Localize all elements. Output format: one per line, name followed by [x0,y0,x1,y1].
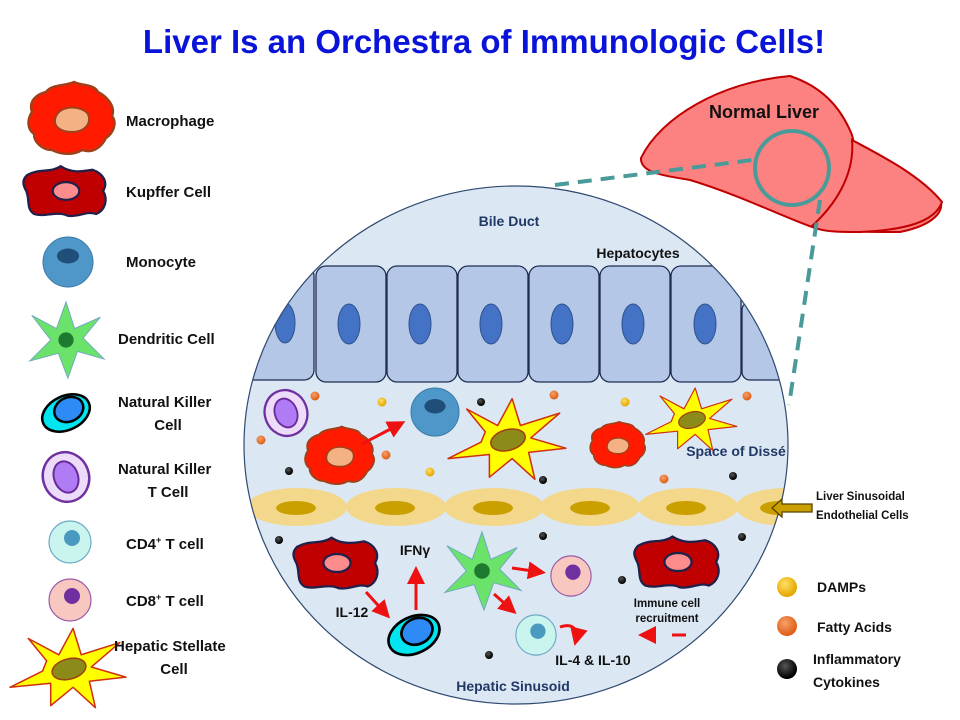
macrophage-cell [304,425,375,486]
legend-label-nkt-1: Natural Killer [118,461,212,478]
legend-label-kupffer: Kupffer Cell [126,184,211,201]
legend-label-nk-2: Cell [154,417,182,434]
cell-legend: Macrophage Kupffer Cell Monocyte Dendrit… [9,80,226,709]
normal-liver: Normal Liver [639,74,944,234]
space-of-disse-label: Space of Dissé [686,443,786,459]
legend-cytokines-1: Inflammatory [813,651,901,667]
hepatic-stellate-cell-icon [9,627,127,709]
ifng-label: IFNγ [400,542,431,558]
page-title: Liver Is an Orchestra of Immunologic Cel… [143,23,825,60]
zoom-line-left [554,158,753,187]
hepatocytes-label: Hepatocytes [596,245,679,261]
lsec-label-2: Endothelial Cells [816,510,909,522]
arrow-dc-to-cd8 [511,561,546,580]
nk-cell-icon [34,385,98,441]
legend-damps: DAMPs [817,579,866,595]
arrow-macrophage-to-monocyte [361,421,406,446]
legend-label-stellate-1: Hepatic Stellate [114,638,226,655]
kupffer-cell [292,536,379,590]
arrow-il4-il10 [559,624,588,646]
il12-label: IL-12 [336,604,369,620]
legend-label-stellate-2: Cell [160,661,188,678]
arrow-dc-to-cd4 [493,592,517,614]
cd4-t-cell-icon [48,520,92,564]
zoom-circle [753,129,831,207]
arrow-il12 [364,590,391,619]
hepatic-sinusoid-label: Hepatic Sinusoid [456,678,570,694]
fatty-acids-icon [777,616,797,636]
legend-label-nkt-2: T Cell [148,484,189,501]
legend-cytokines-2: Cytokines [813,674,880,690]
recruitment-label-1: Immune cell [634,598,700,610]
legend-label-monocyte: Monocyte [126,254,196,271]
molecule-legend: DAMPs Fatty Acids Inflammatory Cytokines [777,577,901,690]
cytokines-icon [777,659,797,679]
dendritic-cell-icon [29,301,105,379]
il4-il10-label: IL-4 & IL-10 [555,652,631,668]
legend-label-cd8: CD8+ T cell [126,592,204,610]
cd4-t-cell [515,614,557,656]
liver-left-lobe [639,74,856,230]
legend-label-dendritic: Dendritic Cell [118,331,215,348]
legend-label-cd4: CD4+ T cell [126,535,204,553]
zoom-line-right [787,199,822,406]
cd8-t-cell [550,555,592,597]
legend-fatty-acids: Fatty Acids [817,619,892,635]
kupffer-cell-icon [22,165,107,218]
damps-icon [777,577,797,597]
macrophage-icon [27,80,116,156]
macrophage-cell-2 [589,420,647,469]
lsec-label-1: Liver Sinusoidal [816,491,905,503]
legend-label-nk-1: Natural Killer [118,394,212,411]
kupffer-cell-2 [633,535,720,589]
bile-duct-label: Bile Duct [479,213,540,229]
lsec-pointer-arrow [771,497,813,519]
hepatocyte-row [244,265,788,383]
monocyte-icon [42,236,94,288]
molecule-dots [256,390,752,659]
legend-label-macrophage: Macrophage [126,113,214,130]
recruitment-label-2: recruitment [635,613,698,625]
cd8-t-cell-icon [48,578,92,622]
nkt-cell-icon [34,444,98,510]
monocyte-cell [410,387,460,437]
liver-label: Normal Liver [709,102,819,122]
